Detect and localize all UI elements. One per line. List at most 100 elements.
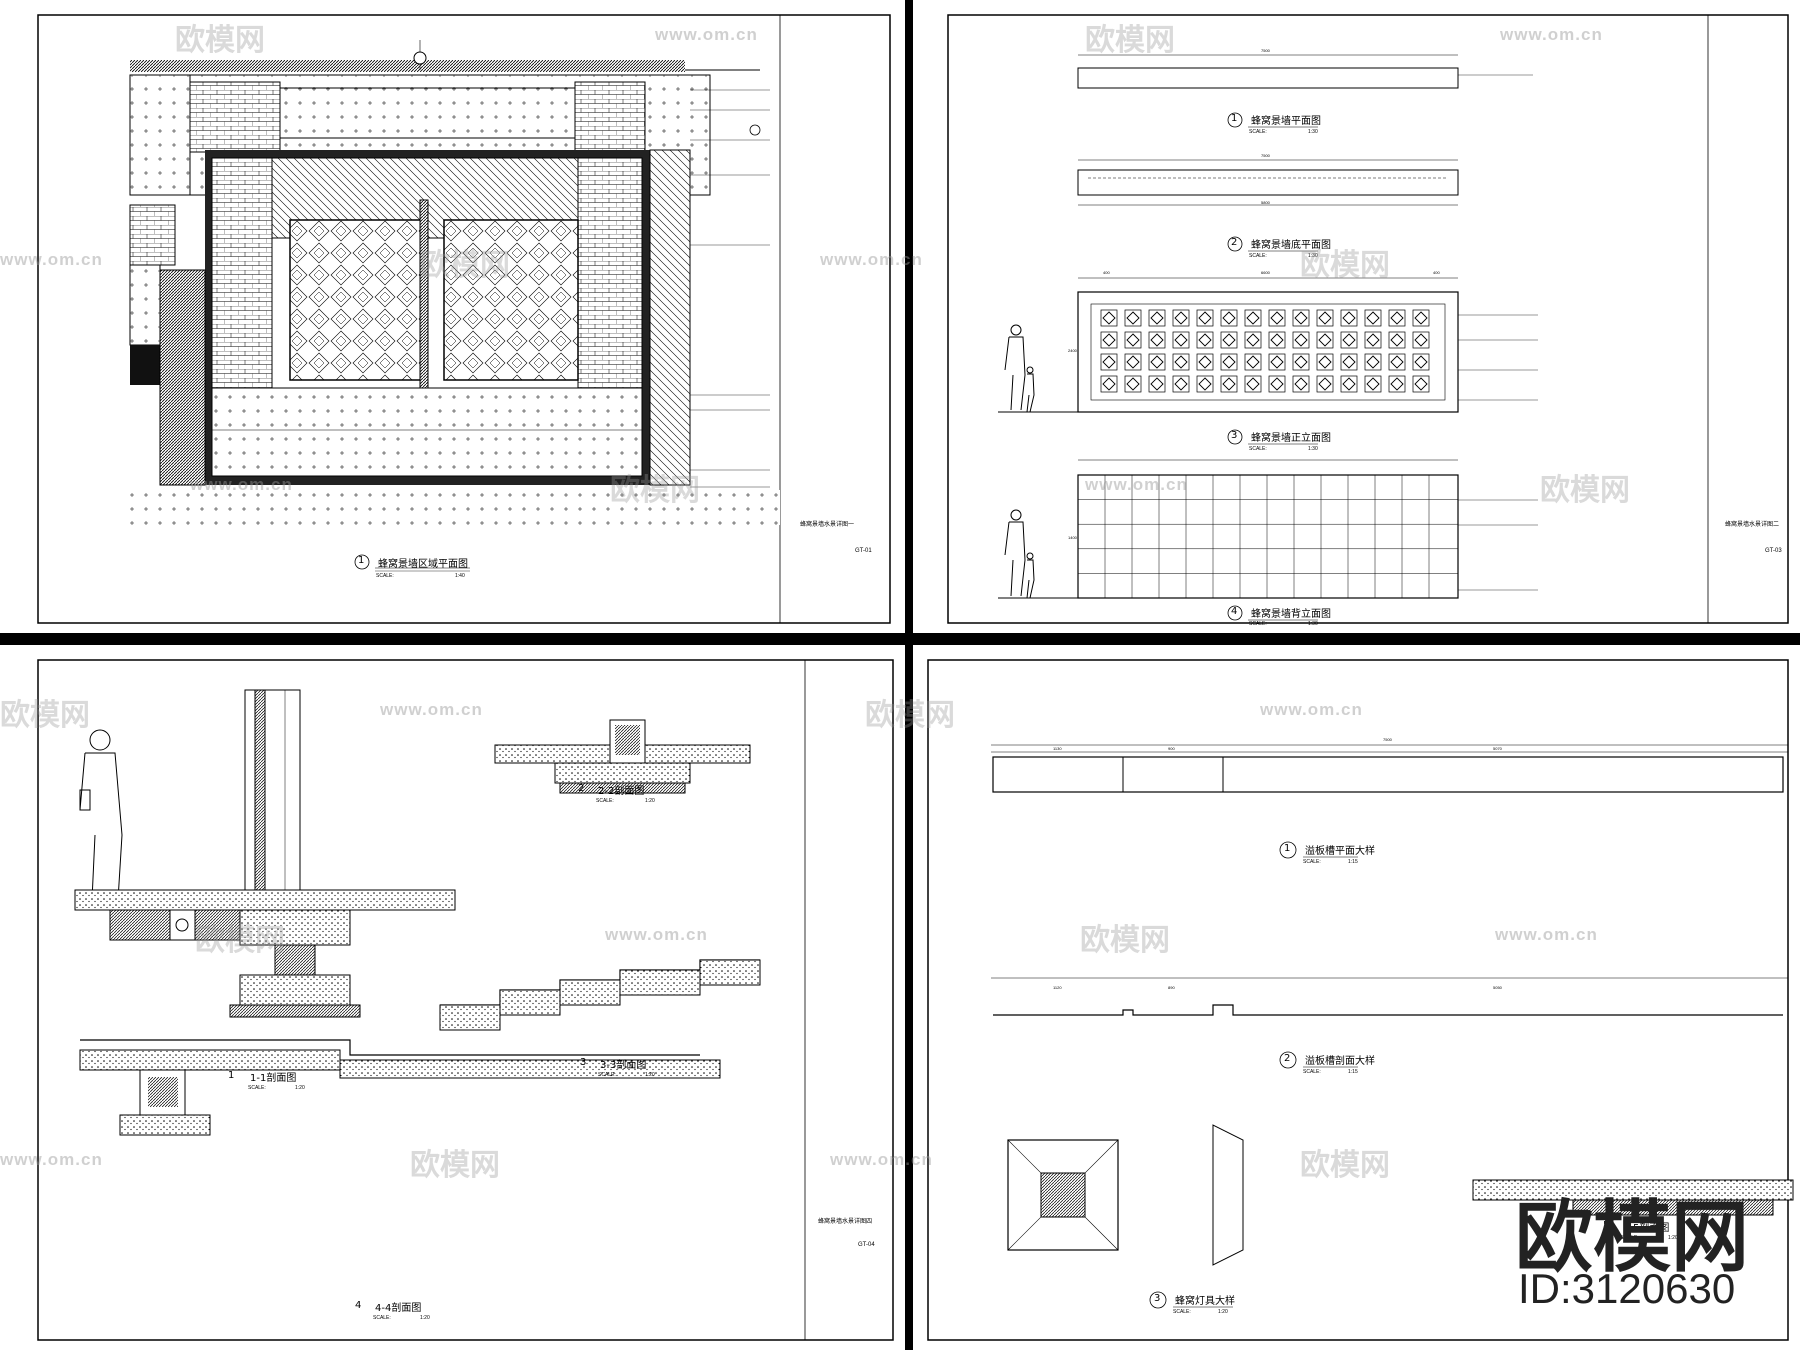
honeycomb-cell xyxy=(1340,353,1358,371)
plan-drawing-sheet-1 xyxy=(37,14,891,624)
honeycomb-cell xyxy=(1220,331,1238,349)
honeycomb-cell-inner xyxy=(1198,311,1212,325)
caption-number: 1 xyxy=(228,1070,235,1081)
honeycomb-cell-inner xyxy=(1270,377,1284,391)
honeycomb-cell xyxy=(1124,375,1142,393)
drawing-number: GT-03 xyxy=(1765,548,1782,554)
scale-label: SCALE: xyxy=(1303,1069,1321,1075)
honeycomb-cell xyxy=(1388,375,1406,393)
honeycomb-cell-inner xyxy=(1270,311,1284,325)
drawing-number: GT-04 xyxy=(858,1242,875,1248)
caption-title: 4-4剖面图 xyxy=(375,1303,422,1314)
honeycomb-cell xyxy=(1172,309,1190,327)
dimension-label: 7500 xyxy=(1261,48,1270,53)
honeycomb-cell xyxy=(1412,375,1430,393)
honeycomb-cell-inner xyxy=(1414,333,1428,347)
honeycomb-cell xyxy=(1388,353,1406,371)
honeycomb-cell xyxy=(1412,331,1430,349)
honeycomb-cell-inner xyxy=(1222,355,1236,369)
honeycomb-cell-inner xyxy=(1390,355,1404,369)
scale-value: 1:20 xyxy=(420,1315,430,1321)
caption-title: 3-3剖面图 xyxy=(600,1060,647,1071)
honeycomb-cell xyxy=(1364,353,1382,371)
caption-number: 3 xyxy=(580,1057,587,1068)
scale-label: SCALE: xyxy=(248,1085,266,1091)
honeycomb-cell-inner xyxy=(1150,333,1164,347)
caption-number: 4 xyxy=(1231,606,1238,617)
honeycomb-cell xyxy=(1148,331,1166,349)
honeycomb-cell xyxy=(1196,353,1214,371)
honeycomb-cell-inner xyxy=(1414,377,1428,391)
honeycomb-cell xyxy=(1292,309,1310,327)
honeycomb-cell-inner xyxy=(1414,311,1428,325)
honeycomb-cell xyxy=(1292,375,1310,393)
scale-label: SCALE: xyxy=(1249,621,1267,627)
scale-label: SCALE: xyxy=(596,798,614,804)
caption-number: 2 xyxy=(578,783,585,794)
caption-number: 3 xyxy=(1231,430,1238,441)
honeycomb-cell-inner xyxy=(1174,377,1188,391)
honeycomb-cell-inner xyxy=(1174,311,1188,325)
dimension-label: 400 xyxy=(1433,270,1440,275)
scale-value: 1:20 xyxy=(645,1072,655,1078)
honeycomb-cell-inner xyxy=(1126,355,1140,369)
honeycomb-cell xyxy=(1100,309,1118,327)
section-drawing-sheet-3 xyxy=(37,659,894,1341)
caption-title: 蜂窝景墙平面图 xyxy=(1251,116,1321,127)
caption-number: 1 xyxy=(1231,113,1238,124)
honeycomb-cell xyxy=(1316,331,1334,349)
scale-value: 1:30 xyxy=(1308,129,1318,135)
honeycomb-cell-inner xyxy=(1174,333,1188,347)
honeycomb-cell-inner xyxy=(1342,355,1356,369)
honeycomb-cell xyxy=(1364,331,1382,349)
scale-label: SCALE: xyxy=(1303,859,1321,865)
honeycomb-cell xyxy=(1292,353,1310,371)
caption-number: 2 xyxy=(1284,1053,1291,1064)
honeycomb-cell xyxy=(1340,309,1358,327)
dimension-label: 890 xyxy=(1168,985,1175,990)
honeycomb-cell xyxy=(1172,353,1190,371)
honeycomb-cell-inner xyxy=(1318,333,1332,347)
dimension-label: 1120 xyxy=(1053,985,1062,990)
honeycomb-cell xyxy=(1244,331,1262,349)
honeycomb-cell-inner xyxy=(1342,311,1356,325)
scale-value: 1:20 xyxy=(1218,1309,1228,1315)
honeycomb-cell-inner xyxy=(1390,333,1404,347)
title-block-text: 蜂窝景墙水景详图四 xyxy=(818,1219,873,1225)
honeycomb-cell xyxy=(1268,309,1286,327)
scale-value: 1:30 xyxy=(1308,446,1318,452)
honeycomb-cell-inner xyxy=(1246,333,1260,347)
honeycomb-cell-inner xyxy=(1390,377,1404,391)
drawing-sheet-4: 7500 1130 900 5070 1120 890 5050 1 溢板槽平面… xyxy=(913,645,1800,1350)
honeycomb-cell-inner xyxy=(1222,333,1236,347)
scale-value: 1:30 xyxy=(1308,253,1318,259)
honeycomb-cell xyxy=(1412,309,1430,327)
title-block-text: 蜂窝景墙水景详图二 xyxy=(1725,522,1780,528)
scale-label: SCALE: xyxy=(598,1072,616,1078)
scale-label: SCALE: xyxy=(1173,1309,1191,1315)
scale-value: 1:15 xyxy=(1348,859,1358,865)
honeycomb-cell xyxy=(1124,309,1142,327)
honeycomb-cell xyxy=(1196,331,1214,349)
honeycomb-cell xyxy=(1124,353,1142,371)
scale-label: SCALE: xyxy=(1249,253,1267,259)
honeycomb-cell xyxy=(1340,331,1358,349)
honeycomb-cell xyxy=(1388,309,1406,327)
caption-number: 4 xyxy=(355,1300,362,1311)
caption-title: 5-5剖面图 xyxy=(1623,1223,1670,1234)
caption-number: 5 xyxy=(1603,1220,1610,1231)
honeycomb-cell-inner xyxy=(1366,311,1380,325)
honeycomb-cell-inner xyxy=(1318,311,1332,325)
honeycomb-cell xyxy=(1244,375,1262,393)
caption-title: 蜂窝景墙背立面图 xyxy=(1251,609,1331,620)
honeycomb-cell xyxy=(1220,309,1238,327)
caption-title: 蜂窝灯具大样 xyxy=(1175,1296,1235,1307)
caption-title: 2-2剖面图 xyxy=(598,786,645,797)
honeycomb-cell xyxy=(1268,375,1286,393)
honeycomb-cell xyxy=(1244,309,1262,327)
caption-title: 蜂窝景墙底平面图 xyxy=(1251,240,1331,251)
dimension-label: 7500 xyxy=(1383,737,1392,742)
honeycomb-cell xyxy=(1220,375,1238,393)
honeycomb-cell xyxy=(1100,353,1118,371)
honeycomb-cell-inner xyxy=(1126,377,1140,391)
